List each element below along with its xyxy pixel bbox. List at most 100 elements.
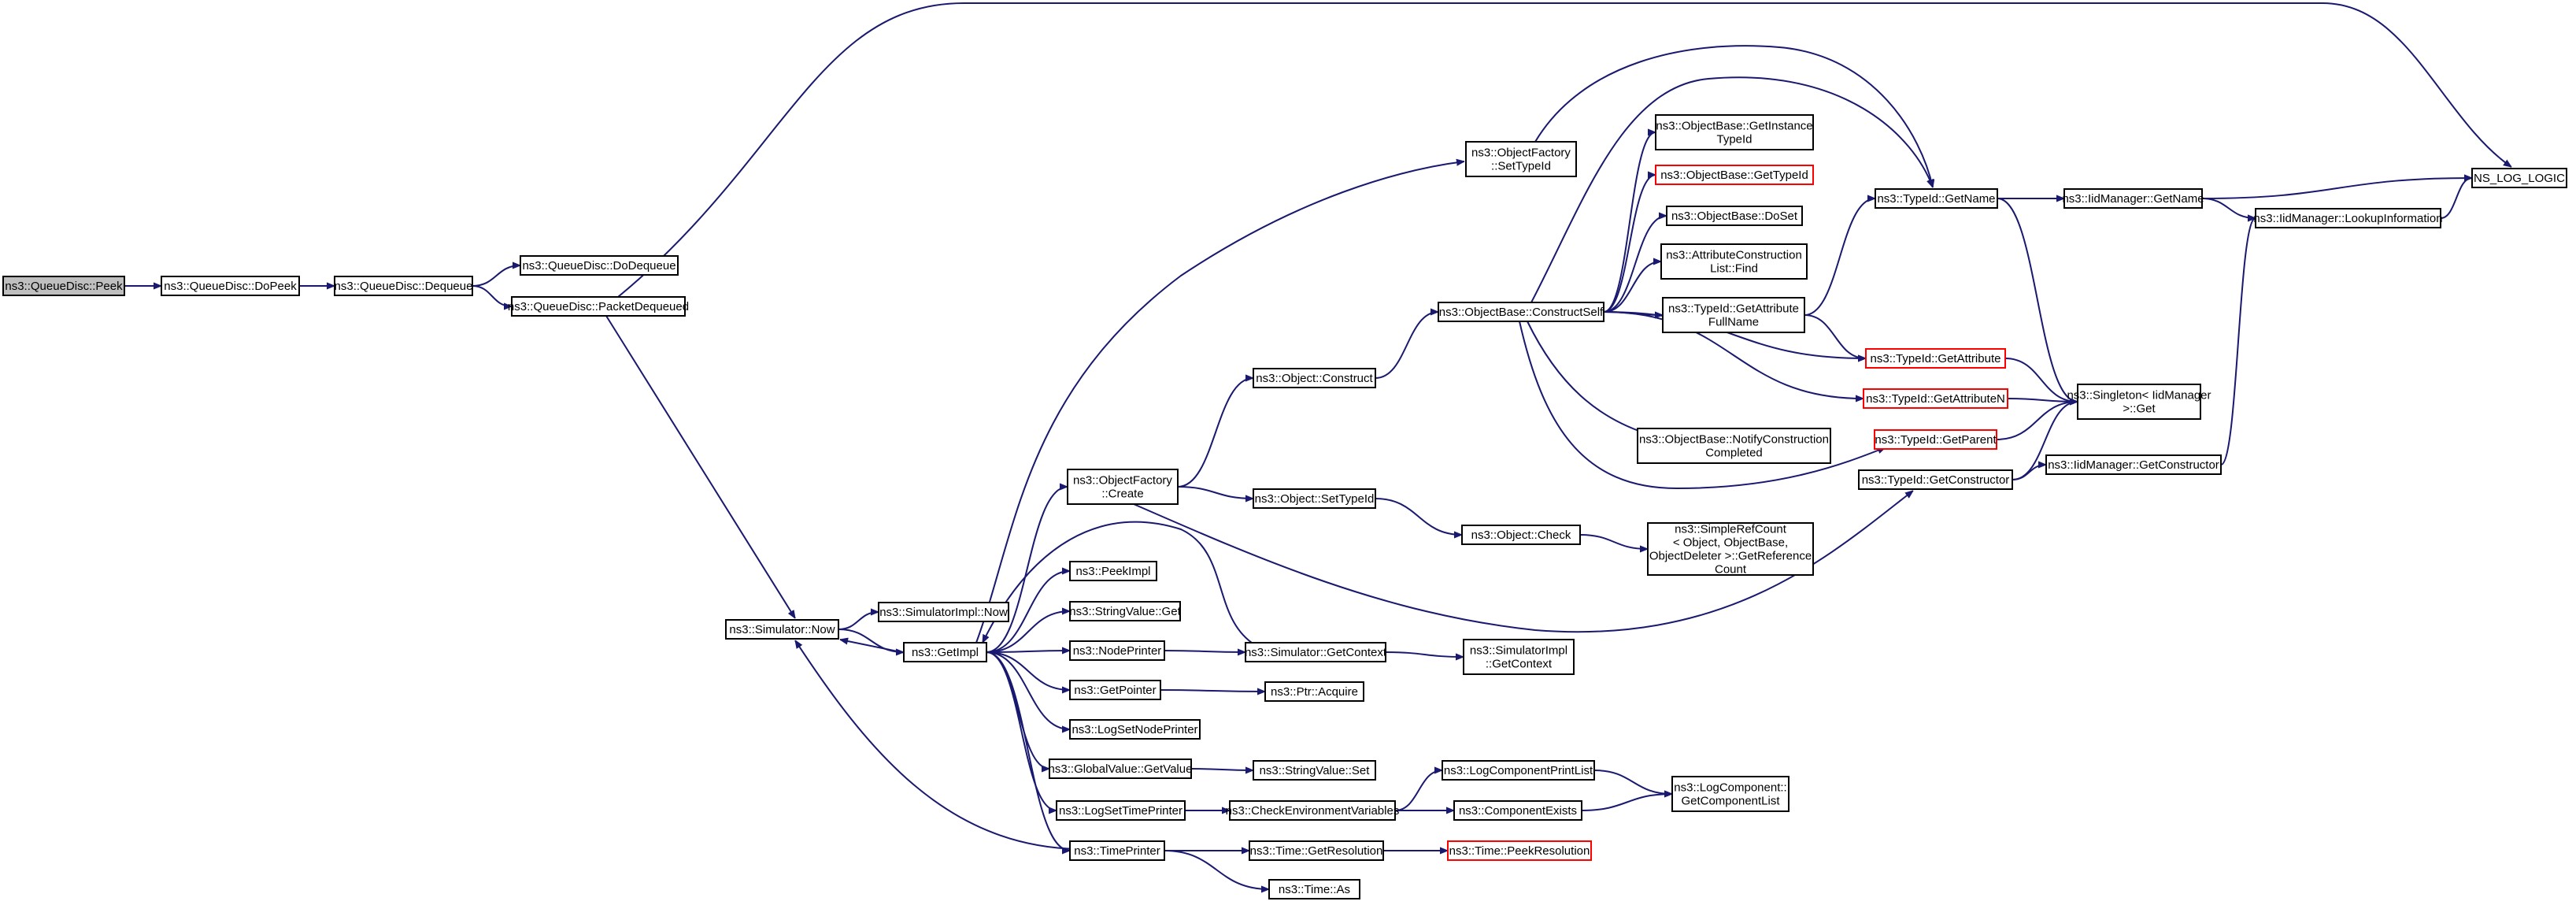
node-simplerefcount[interactable]: ns3::SimpleRefCount< Object, ObjectBase,… [1647,522,1814,577]
edge-timeprinter-to-simnow [794,640,1079,850]
node-simgetcontext[interactable]: ns3::Simulator::GetContext [1245,642,1387,662]
node-objsettypeid[interactable]: ns3::Object::SetTypeId [1253,488,1376,509]
node-box [1067,469,1179,505]
node-strvalget[interactable]: ns3::StringValue::Get [1069,601,1182,621]
node-dodequeue[interactable]: ns3::QueueDisc::DoDequeue [520,255,679,276]
node-label: ns3::AttributeConstruction [1666,249,1802,262]
node-objfactcreate[interactable]: ns3::ObjectFactory::Create [1067,469,1179,505]
node-label: ns3::SimpleRefCount [1675,523,1787,536]
node-label: ns3::StringValue::Get [1069,605,1181,618]
node-tidgetattrn[interactable]: ns3::TypeId::GetAttributeN [1863,388,2008,409]
node-compexists[interactable]: ns3::ComponentExists [1453,800,1582,821]
node-box [1438,302,1604,322]
node-timegetres[interactable]: ns3::Time::GetResolution [1249,840,1384,861]
node-logsettimeprinter[interactable]: ns3::LogSetTimePrinter [1056,800,1186,821]
node-label: List::Find [1710,262,1758,276]
node-peek[interactable]: ns3::QueueDisc::Peek [2,276,125,296]
node-label: ns3::TimePrinter [1074,844,1160,858]
node-box [1660,243,1808,280]
edge-tidgetattrfullname-to-tidgetattr [1804,314,1866,358]
node-box [1253,488,1376,509]
node-box [1637,428,1831,464]
node-box [161,276,300,296]
node-box [1249,840,1384,861]
node-iidmgrgetname[interactable]: ns3::IidManager::GetName [2062,188,2204,209]
node-pktdeq[interactable]: ns3::QueueDisc::PacketDequeued [508,296,689,317]
node-tidgetconstructor[interactable]: ns3::TypeId::GetConstructor [1858,469,2013,490]
node-timeas[interactable]: ns3::Time::As [1268,879,1360,899]
node-box [1069,719,1201,740]
edge-pktdeq-to-nslog [617,2,2511,298]
node-label: ns3::TypeId::GetName [1877,192,1995,206]
node-box [1863,388,2008,409]
node-objbasenotify[interactable]: ns3::ObjectBase::NotifyConstructionCompl… [1637,428,1831,464]
node-label: GetComponentList [1681,795,1780,808]
edge-simnow-to-simimplnow [838,612,879,630]
node-label: ns3::IidManager::GetName [2062,192,2204,206]
node-globalvalget[interactable]: ns3::GlobalValue::GetValue [1049,758,1193,779]
node-iidmgrgetconstructor[interactable]: ns3::IidManager::GetConstructor [2045,454,2222,475]
node-checkenv[interactable]: ns3::CheckEnvironmentVariables [1226,800,1400,821]
node-nodeprinter[interactable]: ns3::NodePrinter [1069,640,1165,661]
node-iidmgrlookup[interactable]: ns3::IidManager::LookupInformation [2253,208,2443,228]
node-label: ns3::Ptr::Acquire [1271,685,1358,699]
edge-getimpl-to-objfactcreate [986,487,1068,653]
node-getimpl[interactable]: ns3::GetImpl [903,642,987,662]
node-peekimpl[interactable]: ns3::PeekImpl [1069,561,1157,581]
node-objconstruct[interactable]: ns3::Object::Construct [1253,368,1376,388]
node-box [2063,188,2203,209]
node-logcompprintlist[interactable]: ns3::LogComponentPrintList [1442,760,1595,781]
edge-objbaseconstructself-to-objbasenotify [1527,321,1645,433]
node-objbaseconstructself[interactable]: ns3::ObjectBase::ConstructSelf [1438,302,1604,322]
node-label: FullName [1708,316,1759,329]
edge-simgetcontext-to-simimplgetcontext [1385,651,1464,657]
node-strvalset[interactable]: ns3::StringValue::Set [1253,760,1376,781]
node-label: ns3::Object::Check [1471,529,1571,542]
edges-layer [124,2,2511,889]
node-objbasegettid[interactable]: ns3::ObjectBase::GetTypeId [1655,165,1814,185]
node-label: ns3::CheckEnvironmentVariables [1226,804,1400,818]
node-ptracquire[interactable]: ns3::Ptr::Acquire [1264,681,1364,702]
node-logsetnodeprinter[interactable]: ns3::LogSetNodePrinter [1069,719,1201,740]
edge-tidgetattrn-to-singletonget [2007,398,2078,402]
edge-tidgetattr-to-singletonget [2004,358,2078,402]
node-dopeek[interactable]: ns3::QueueDisc::DoPeek [161,276,300,296]
node-label: ns3::Time::As [1279,883,1350,896]
node-objfactsettypeid[interactable]: ns3::ObjectFactory::SetTypeId [1465,141,1577,177]
edge-objbaseconstructself-to-tidgetattrn [1603,311,1864,399]
node-tidgetname[interactable]: ns3::TypeId::GetName [1875,188,1998,209]
node-tidgetattr[interactable]: ns3::TypeId::GetAttribute [1865,348,2006,369]
node-box [1655,114,1814,150]
node-singletonget[interactable]: ns3::Singleton< IidManager>::Get [2067,384,2211,420]
node-label: ns3::ObjectBase::DoSet [1671,210,1798,223]
node-nslog[interactable]: NS_LOG_LOGIC [2471,168,2567,188]
node-box [1465,141,1577,177]
node-objbasedoset[interactable]: ns3::ObjectBase::DoSet [1666,206,1803,226]
node-tidgetparent[interactable]: ns3::TypeId::GetParent [1874,429,1997,450]
edge-timeprinter-to-timeas [1164,850,1269,889]
node-box [1442,760,1595,781]
node-simimplgetcontext[interactable]: ns3::SimulatorImpl::GetContext [1463,639,1575,675]
edge-objbaseconstructself-to-objbasegettid [1603,175,1656,313]
node-getpointer[interactable]: ns3::GetPointer [1069,680,1161,700]
node-logcompgetlist[interactable]: ns3::LogComponent::GetComponentList [1671,776,1790,812]
node-label: ns3::StringValue::Set [1260,764,1371,777]
node-timeprinter[interactable]: ns3::TimePrinter [1069,840,1165,861]
edge-logcompprintlist-to-logcompgetlist [1593,770,1672,794]
node-simimplnow[interactable]: ns3::SimulatorImpl::Now [878,602,1009,622]
node-simnow[interactable]: ns3::Simulator::Now [725,619,839,640]
node-label: ns3::ObjectFactory [1471,147,1571,160]
node-label: ns3::Simulator::Now [729,623,835,636]
node-timepeekres[interactable]: ns3::Time::PeekResolution [1447,840,1592,861]
node-label: ns3::LogSetNodePrinter [1071,723,1197,736]
node-box [2045,454,2222,475]
node-objcheck[interactable]: ns3::Object::Check [1461,525,1581,545]
node-label: >::Get [2123,402,2156,416]
node-box [1655,165,1814,185]
edge-getimpl-to-getpointer [986,651,1070,690]
node-dequeue[interactable]: ns3::QueueDisc::Dequeue [334,276,473,296]
